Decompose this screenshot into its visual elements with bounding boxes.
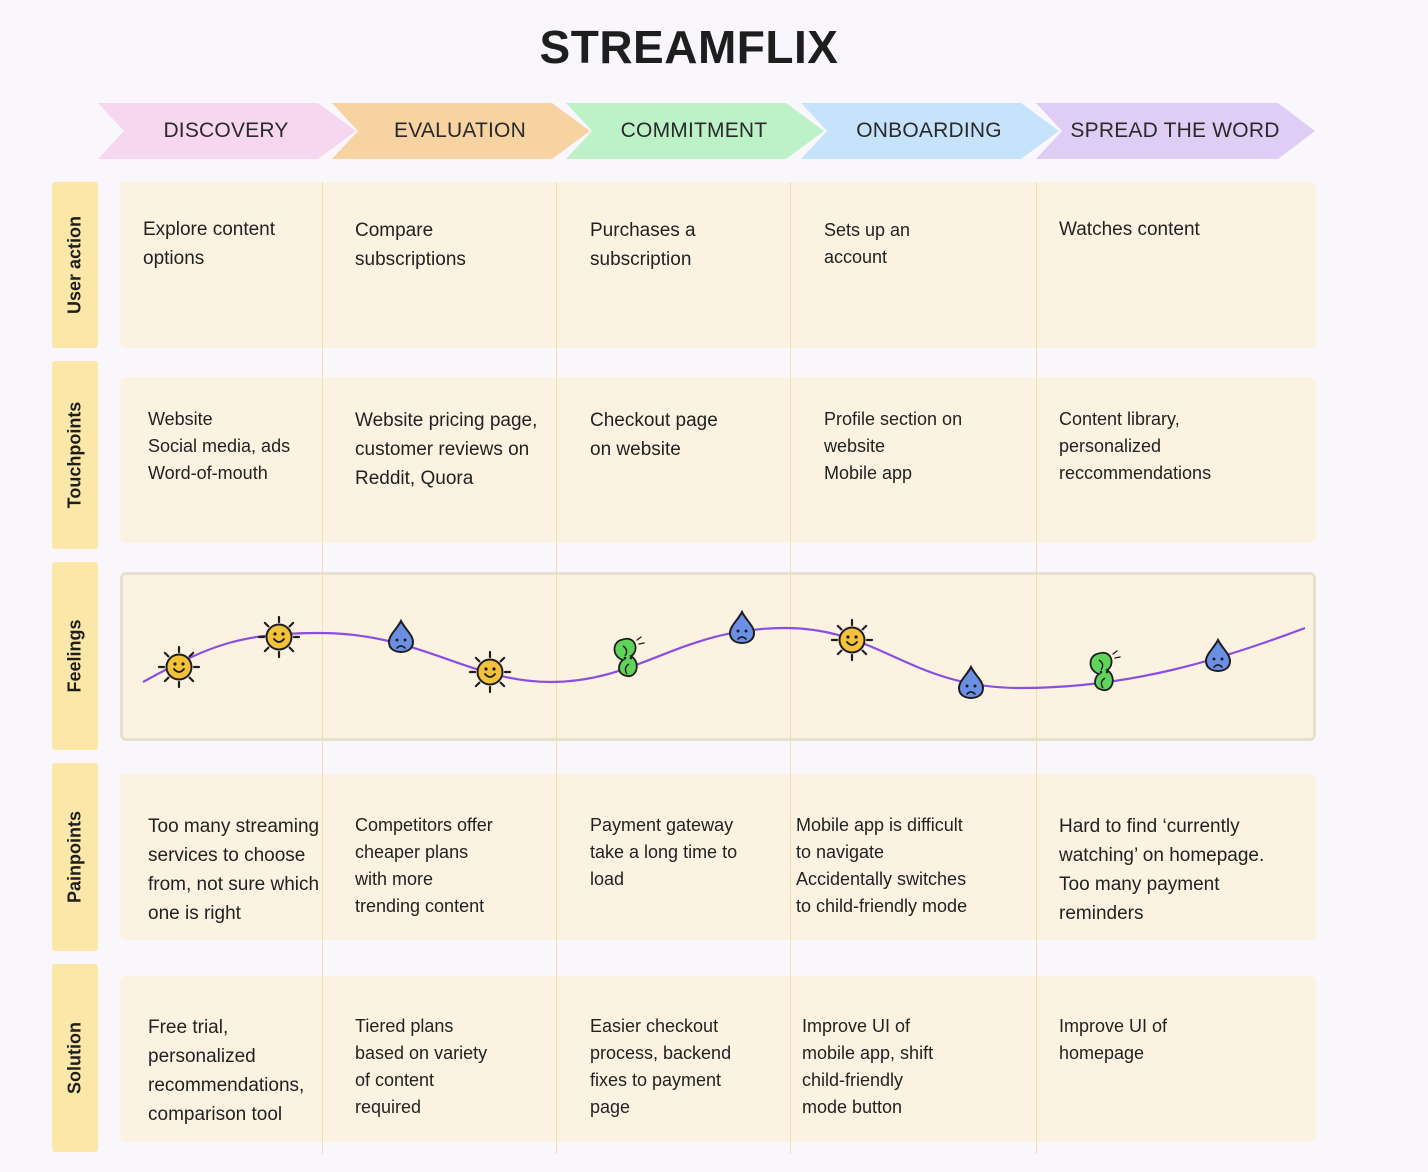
user-action-spread: Watches content xyxy=(1059,219,1200,240)
stage-chevron-evaluation xyxy=(332,103,590,159)
touchpoints-discovery: Website Social media, ads Word-of-mouth xyxy=(148,409,291,483)
touchpoints-onboarding: Profile section on website Mobile app xyxy=(824,409,963,483)
touchpoints-spread: Content library, personalized reccommend… xyxy=(1059,409,1212,483)
stage-chevron-discovery xyxy=(98,103,356,159)
row-label-touchpoints: Touchpoints xyxy=(52,361,98,549)
touchpoints-evaluation: Website pricing page, customer reviews o… xyxy=(355,410,538,489)
sun-happy-icon xyxy=(830,618,874,662)
stage-chevron-row xyxy=(98,103,1315,159)
column-divider xyxy=(1036,182,1037,1154)
painpoints-discovery: Too many streaming services to choose fr… xyxy=(148,816,320,924)
sun-happy-icon xyxy=(468,650,512,694)
stage-chevron-onboarding xyxy=(801,103,1059,159)
solution-row xyxy=(120,976,1316,1142)
solution-spread: Improve UI of homepage xyxy=(1059,1016,1168,1063)
frustrated-icon xyxy=(1089,650,1121,691)
row-label-solution: Solution xyxy=(52,964,98,1152)
row-label-feelings: Feelings xyxy=(52,562,98,750)
solution-commitment: Easier checkout process, backend fixes t… xyxy=(590,1016,732,1117)
user-action-row xyxy=(120,182,1316,348)
sun-happy-icon xyxy=(257,615,301,659)
painpoints-row xyxy=(120,774,1316,940)
touchpoints-commitment: Checkout page on website xyxy=(590,410,718,460)
sad-drop-icon xyxy=(957,664,985,700)
stage-chevron-commitment xyxy=(566,103,824,159)
stage-label-commitment: COMMITMENT xyxy=(620,119,768,142)
sad-drop-icon xyxy=(387,618,415,654)
painpoints-commitment: Payment gateway take a long time to load xyxy=(590,815,738,889)
stage-label-onboarding: ONBOARDING xyxy=(856,119,1002,142)
row-label-user-action: User action xyxy=(52,182,98,348)
painpoints-evaluation: Competitors offer cheaper plans with mor… xyxy=(355,815,493,916)
feelings-row xyxy=(120,572,1316,741)
sad-drop-icon xyxy=(728,609,756,645)
painpoints-onboarding: Mobile app is difficult to navigate Acci… xyxy=(796,815,968,916)
painpoints-spread: Hard to find ‘currently watching’ on hom… xyxy=(1059,816,1265,924)
emotion-curve-line xyxy=(142,626,1306,690)
stage-label-discovery: DISCOVERY xyxy=(163,119,289,142)
page-title: STREAMFLIX xyxy=(539,21,839,73)
frustrated-icon xyxy=(613,636,645,677)
touchpoints-row xyxy=(120,377,1316,543)
stage-chevron-spread xyxy=(1036,103,1315,159)
column-divider xyxy=(790,182,791,1154)
user-action-discovery: Explore content options xyxy=(143,219,276,269)
sun-happy-icon xyxy=(157,645,201,689)
user-action-commitment: Purchases a subscription xyxy=(590,220,696,270)
solution-discovery: Free trial, personalized recommendations… xyxy=(148,1017,305,1125)
user-action-onboarding: Sets up an account xyxy=(824,220,911,267)
user-action-evaluation: Compare subscriptions xyxy=(355,220,466,270)
stage-label-evaluation: EVALUATION xyxy=(394,119,526,142)
column-divider xyxy=(556,182,557,1154)
solution-evaluation: Tiered plans based on variety of content… xyxy=(355,1016,488,1117)
sad-drop-icon xyxy=(1204,637,1232,673)
solution-onboarding: Improve UI of mobile app, shift child-fr… xyxy=(802,1016,934,1117)
row-label-painpoints: Painpoints xyxy=(52,763,98,951)
column-divider xyxy=(322,182,323,1154)
stage-label-spread-the-word: SPREAD THE WORD xyxy=(1070,119,1280,142)
